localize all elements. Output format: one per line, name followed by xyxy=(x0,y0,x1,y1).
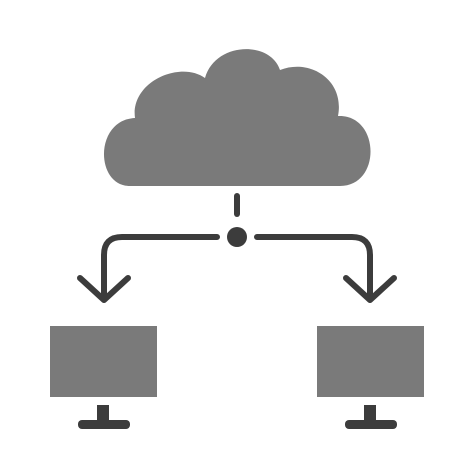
right-branch-line xyxy=(254,234,373,301)
left-monitor-base xyxy=(78,420,130,429)
right-monitor-screen xyxy=(317,326,424,397)
right-monitor-base xyxy=(345,420,397,429)
cloud-shape xyxy=(103,49,371,186)
left-arrowhead xyxy=(77,275,131,303)
left-branch-line xyxy=(101,234,220,301)
cloud-icon xyxy=(103,49,371,186)
right-monitor-neck xyxy=(364,405,376,423)
left-monitor-neck xyxy=(97,405,109,423)
connector-node xyxy=(227,227,247,247)
branching-arrows-icon xyxy=(77,193,397,303)
monitor-icon-right xyxy=(317,326,424,429)
right-arrowhead xyxy=(343,275,397,303)
monitor-icon-left xyxy=(50,326,157,429)
left-monitor-screen xyxy=(50,326,157,397)
